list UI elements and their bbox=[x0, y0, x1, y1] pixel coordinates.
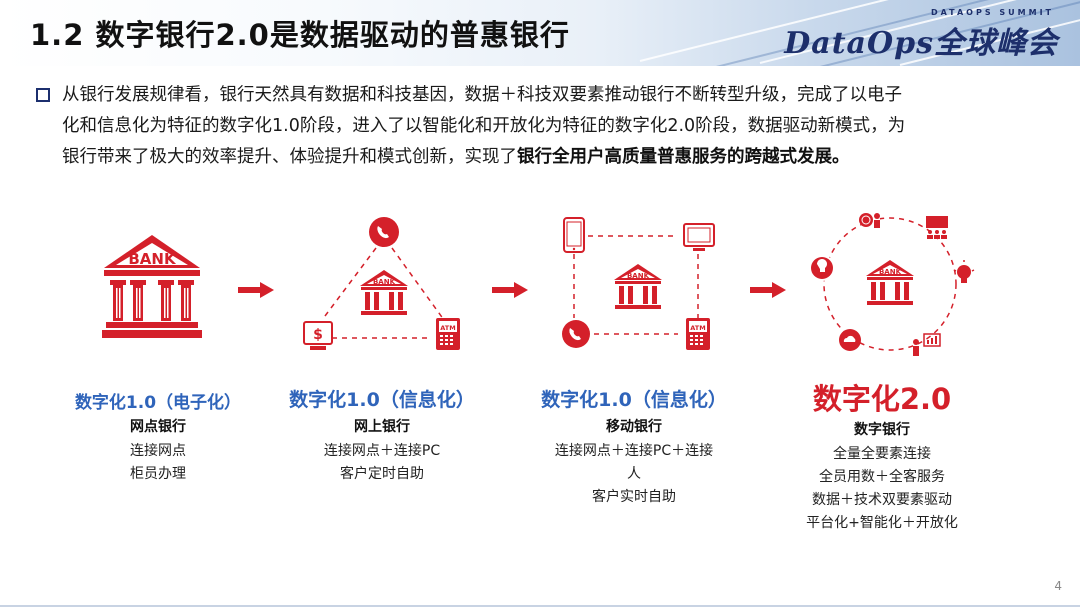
stage-4-subtitle: 数字银行 bbox=[854, 422, 910, 438]
bank-icon-large: BANK bbox=[102, 235, 202, 338]
intro-line-1: 从银行发展规律看，银行天然具有数据和科技基因，数据＋科技双要素推动银行不断转型升… bbox=[62, 85, 902, 105]
stage-1-subtitle: 网点银行 bbox=[130, 419, 186, 435]
page-title: 1.2 数字银行2.0是数据驱动的普惠银行 bbox=[30, 18, 570, 52]
stage-3-line-1: 连接网点＋连接PC＋连接 bbox=[554, 443, 714, 459]
mobile-bank-diagram: BANK ATM bbox=[562, 217, 715, 350]
bank-icon-small: BANK bbox=[360, 270, 408, 315]
stage-2-title: 数字化1.0（信息化） bbox=[289, 389, 475, 411]
bottom-divider bbox=[0, 605, 1080, 607]
phone-icon bbox=[369, 217, 399, 247]
intro-bold-text: 银行全用户高质量普惠服务的跨越式发展。 bbox=[517, 147, 850, 167]
logo-text: DataOps全球峰会 bbox=[784, 26, 1058, 61]
phone-icon bbox=[562, 320, 590, 348]
cloud-link-icon bbox=[839, 329, 861, 351]
stage-3-line-3: 客户实时自助 bbox=[592, 489, 676, 505]
page-number: 4 bbox=[1054, 579, 1062, 593]
stage-4-line-2: 全员用数＋全客服务 bbox=[819, 469, 945, 485]
stage-2-line-2: 客户定时自助 bbox=[340, 466, 424, 482]
globe-user-icon bbox=[859, 210, 880, 230]
stage-3-subtitle: 移动银行 bbox=[606, 419, 662, 435]
logo-subtitle: DATAOPS SUMMIT bbox=[930, 8, 1054, 17]
presentation-icon bbox=[926, 216, 948, 239]
intro-line-2: 化和信息化为特征的数字化1.0阶段，进入了以智能化和开放化为特征的数字化2.0阶… bbox=[62, 116, 906, 136]
lightbulb-icon bbox=[953, 260, 975, 283]
stage-4-line-1: 全量全要素连接 bbox=[833, 446, 931, 462]
arrow-right-icon bbox=[492, 282, 528, 298]
intro-text: 从银行发展规律看，银行天然具有数据和科技基因，数据＋科技双要素推动银行不断转型升… bbox=[62, 80, 1036, 173]
stage-1-title: 数字化1.0（电子化） bbox=[74, 393, 242, 413]
dollar-label: $ bbox=[313, 327, 323, 343]
atm-icon: ATM bbox=[686, 318, 710, 350]
square-bullet-icon bbox=[36, 88, 50, 102]
bank-label: BANK bbox=[373, 278, 396, 286]
arrow-right-icon bbox=[750, 282, 786, 298]
stage-4-line-3: 数据＋技术双要素驱动 bbox=[812, 492, 952, 508]
atm-label: ATM bbox=[440, 324, 455, 332]
stage-4-title: 数字化2.0 bbox=[812, 382, 952, 416]
bank-label: BANK bbox=[128, 250, 177, 268]
pc-monitor-icon bbox=[683, 223, 715, 251]
digital-bank-ecosystem: BANK bbox=[809, 210, 975, 356]
online-bank-diagram: BANK $ ATM bbox=[303, 217, 460, 350]
stage-3-line-2: 人 bbox=[627, 466, 641, 482]
header-banner: 1.2 数字银行2.0是数据驱动的普惠银行 DATAOPS SUMMIT Dat… bbox=[0, 0, 1080, 66]
stage-4-line-4: 平台化+智能化＋开放化 bbox=[806, 515, 958, 531]
stage-3-title: 数字化1.0（信息化） bbox=[541, 389, 727, 411]
intro-line-3: 银行带来了极大的效率提升、体验提升和模式创新，实现了银行全用户高质量普惠服务的跨… bbox=[62, 142, 1036, 173]
atm-label: ATM bbox=[690, 324, 705, 332]
intro-line-3-text: 银行带来了极大的效率提升、体验提升和模式创新，实现了 bbox=[62, 147, 517, 167]
pc-dollar-icon: $ bbox=[303, 321, 333, 350]
arrow-right-icon bbox=[238, 282, 274, 298]
intro-paragraph: 从银行发展规律看，银行天然具有数据和科技基因，数据＋科技双要素推动银行不断转型升… bbox=[36, 80, 1036, 173]
summit-logo: DATAOPS SUMMIT DataOps全球峰会 bbox=[758, 6, 1058, 62]
atm-icon: ATM bbox=[436, 318, 460, 350]
mobile-phone-icon bbox=[563, 217, 585, 253]
stage-1-line-2: 柜员办理 bbox=[130, 466, 186, 482]
person-chart-icon bbox=[913, 333, 941, 356]
stage-2-line-1: 连接网点＋连接PC bbox=[323, 443, 441, 459]
bank-icon-small: BANK bbox=[614, 264, 662, 309]
head-idea-icon bbox=[809, 255, 835, 281]
stage-1-line-1: 连接网点 bbox=[130, 443, 186, 459]
bank-icon-small: BANK bbox=[866, 260, 914, 305]
bank-label: BANK bbox=[879, 268, 902, 276]
stage-2-subtitle: 网上银行 bbox=[354, 419, 410, 435]
bank-label: BANK bbox=[627, 272, 650, 280]
